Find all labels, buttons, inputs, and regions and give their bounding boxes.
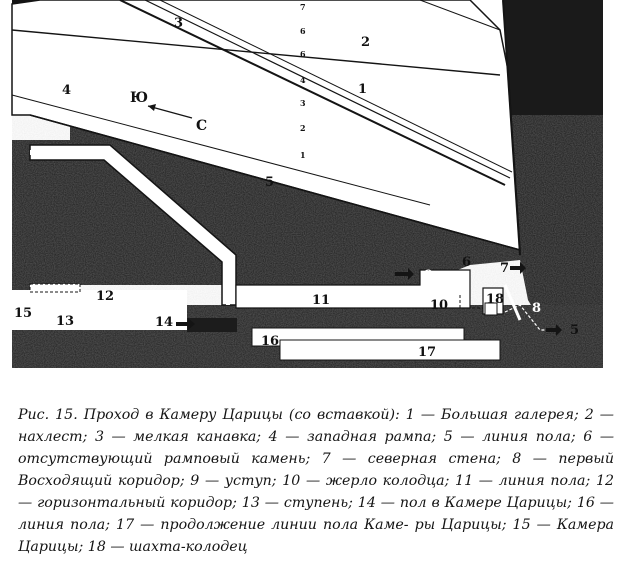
chamber-niche	[29, 283, 81, 293]
label-south: Ю	[130, 90, 148, 106]
floor-5-arrow	[546, 324, 562, 336]
label-5-right: 5	[570, 323, 579, 338]
step-arrow	[176, 318, 195, 330]
grand-gallery	[11, 0, 521, 256]
direction-arrow	[147, 104, 193, 119]
tick-b: 6	[300, 26, 306, 36]
tick-e: 3	[300, 98, 306, 108]
label-17: 17	[418, 345, 436, 360]
label-12: 12	[96, 289, 114, 304]
gallery-step-line	[419, 0, 501, 31]
floor-step	[187, 318, 237, 332]
label-2: 2	[361, 35, 370, 50]
horizontal-corridor	[12, 269, 501, 361]
ledge-arrow	[395, 268, 414, 280]
north-wall-line	[503, 284, 522, 321]
label-7: 7	[500, 261, 509, 276]
label-3: 3	[174, 16, 183, 31]
gallery-west-ramp	[11, 94, 431, 206]
north-wall-arrow	[510, 262, 526, 274]
caption-line-3: пола; 6 — отсутствующий рамповый камень;…	[18, 429, 615, 467]
gallery-line-b	[159, 0, 513, 173]
tick-c: 6	[300, 49, 306, 59]
label-18: 18	[486, 292, 504, 307]
gallery-north-edge	[502, 0, 521, 256]
first-ascending-line	[504, 304, 560, 331]
caption-line-6: Камере Царицы; 16 — линия пола; 17 — про…	[18, 495, 614, 533]
label-6: 6	[462, 255, 471, 270]
label-8: 8	[532, 301, 541, 316]
label-4: 4	[62, 83, 71, 98]
ascending-corridor	[29, 144, 237, 306]
label-16: 16	[261, 334, 279, 349]
gallery-ramp-line	[11, 29, 501, 76]
gallery-floor-line	[29, 114, 521, 251]
label-north: С	[196, 118, 207, 134]
tick-g: 1	[300, 150, 306, 160]
label-14: 14	[155, 315, 173, 330]
label-15: 15	[14, 306, 32, 321]
gallery-line-top	[119, 0, 506, 186]
tick-d: 4	[300, 75, 306, 85]
queens-chamber	[12, 290, 187, 330]
well-shaft	[395, 262, 562, 336]
label-1: 1	[358, 82, 367, 97]
caption-line-5: линия пола; 12 — горизонтальный коридор;…	[18, 473, 615, 511]
callouts: 1 2 3 4 5 5 6 7 8 9 10 11 12 13 14 15 16…	[14, 2, 579, 360]
caption-line-2: 2 — нахлест; 3 — мелкая канавка; 4 — зап…	[18, 407, 614, 445]
label-9: 9	[424, 268, 433, 283]
shaft-mouth	[484, 302, 498, 316]
figure-caption: Рис. 15. Проход в Камеру Царицы (со вста…	[18, 404, 614, 558]
label-13: 13	[56, 314, 74, 329]
caption-line-7: ры Царицы; 15 — Камера Царицы; 18 — шахт…	[18, 517, 615, 555]
horizontal-corridor-body	[235, 269, 471, 309]
caption-line-4: первый Восходящий коридор; 9 — уступ; 10…	[18, 451, 614, 489]
tick-a: 7	[300, 2, 306, 12]
shaft-dashed	[459, 295, 483, 309]
label-5-top: 5	[265, 175, 274, 190]
tick-f: 2	[300, 123, 306, 133]
gallery-line-a	[144, 0, 511, 179]
label-11: 11	[312, 293, 330, 308]
label-10: 10	[430, 298, 448, 313]
gallery-diagram: 1 2 3 4 5 5 6 7 8 9 10 11 12 13 14 15 16…	[11, 0, 603, 368]
caption-line-1: Рис. 15. Проход в Камеру Царицы (со вста…	[18, 407, 579, 423]
corridor-inner	[30, 150, 230, 305]
floor-line-17	[279, 339, 501, 361]
